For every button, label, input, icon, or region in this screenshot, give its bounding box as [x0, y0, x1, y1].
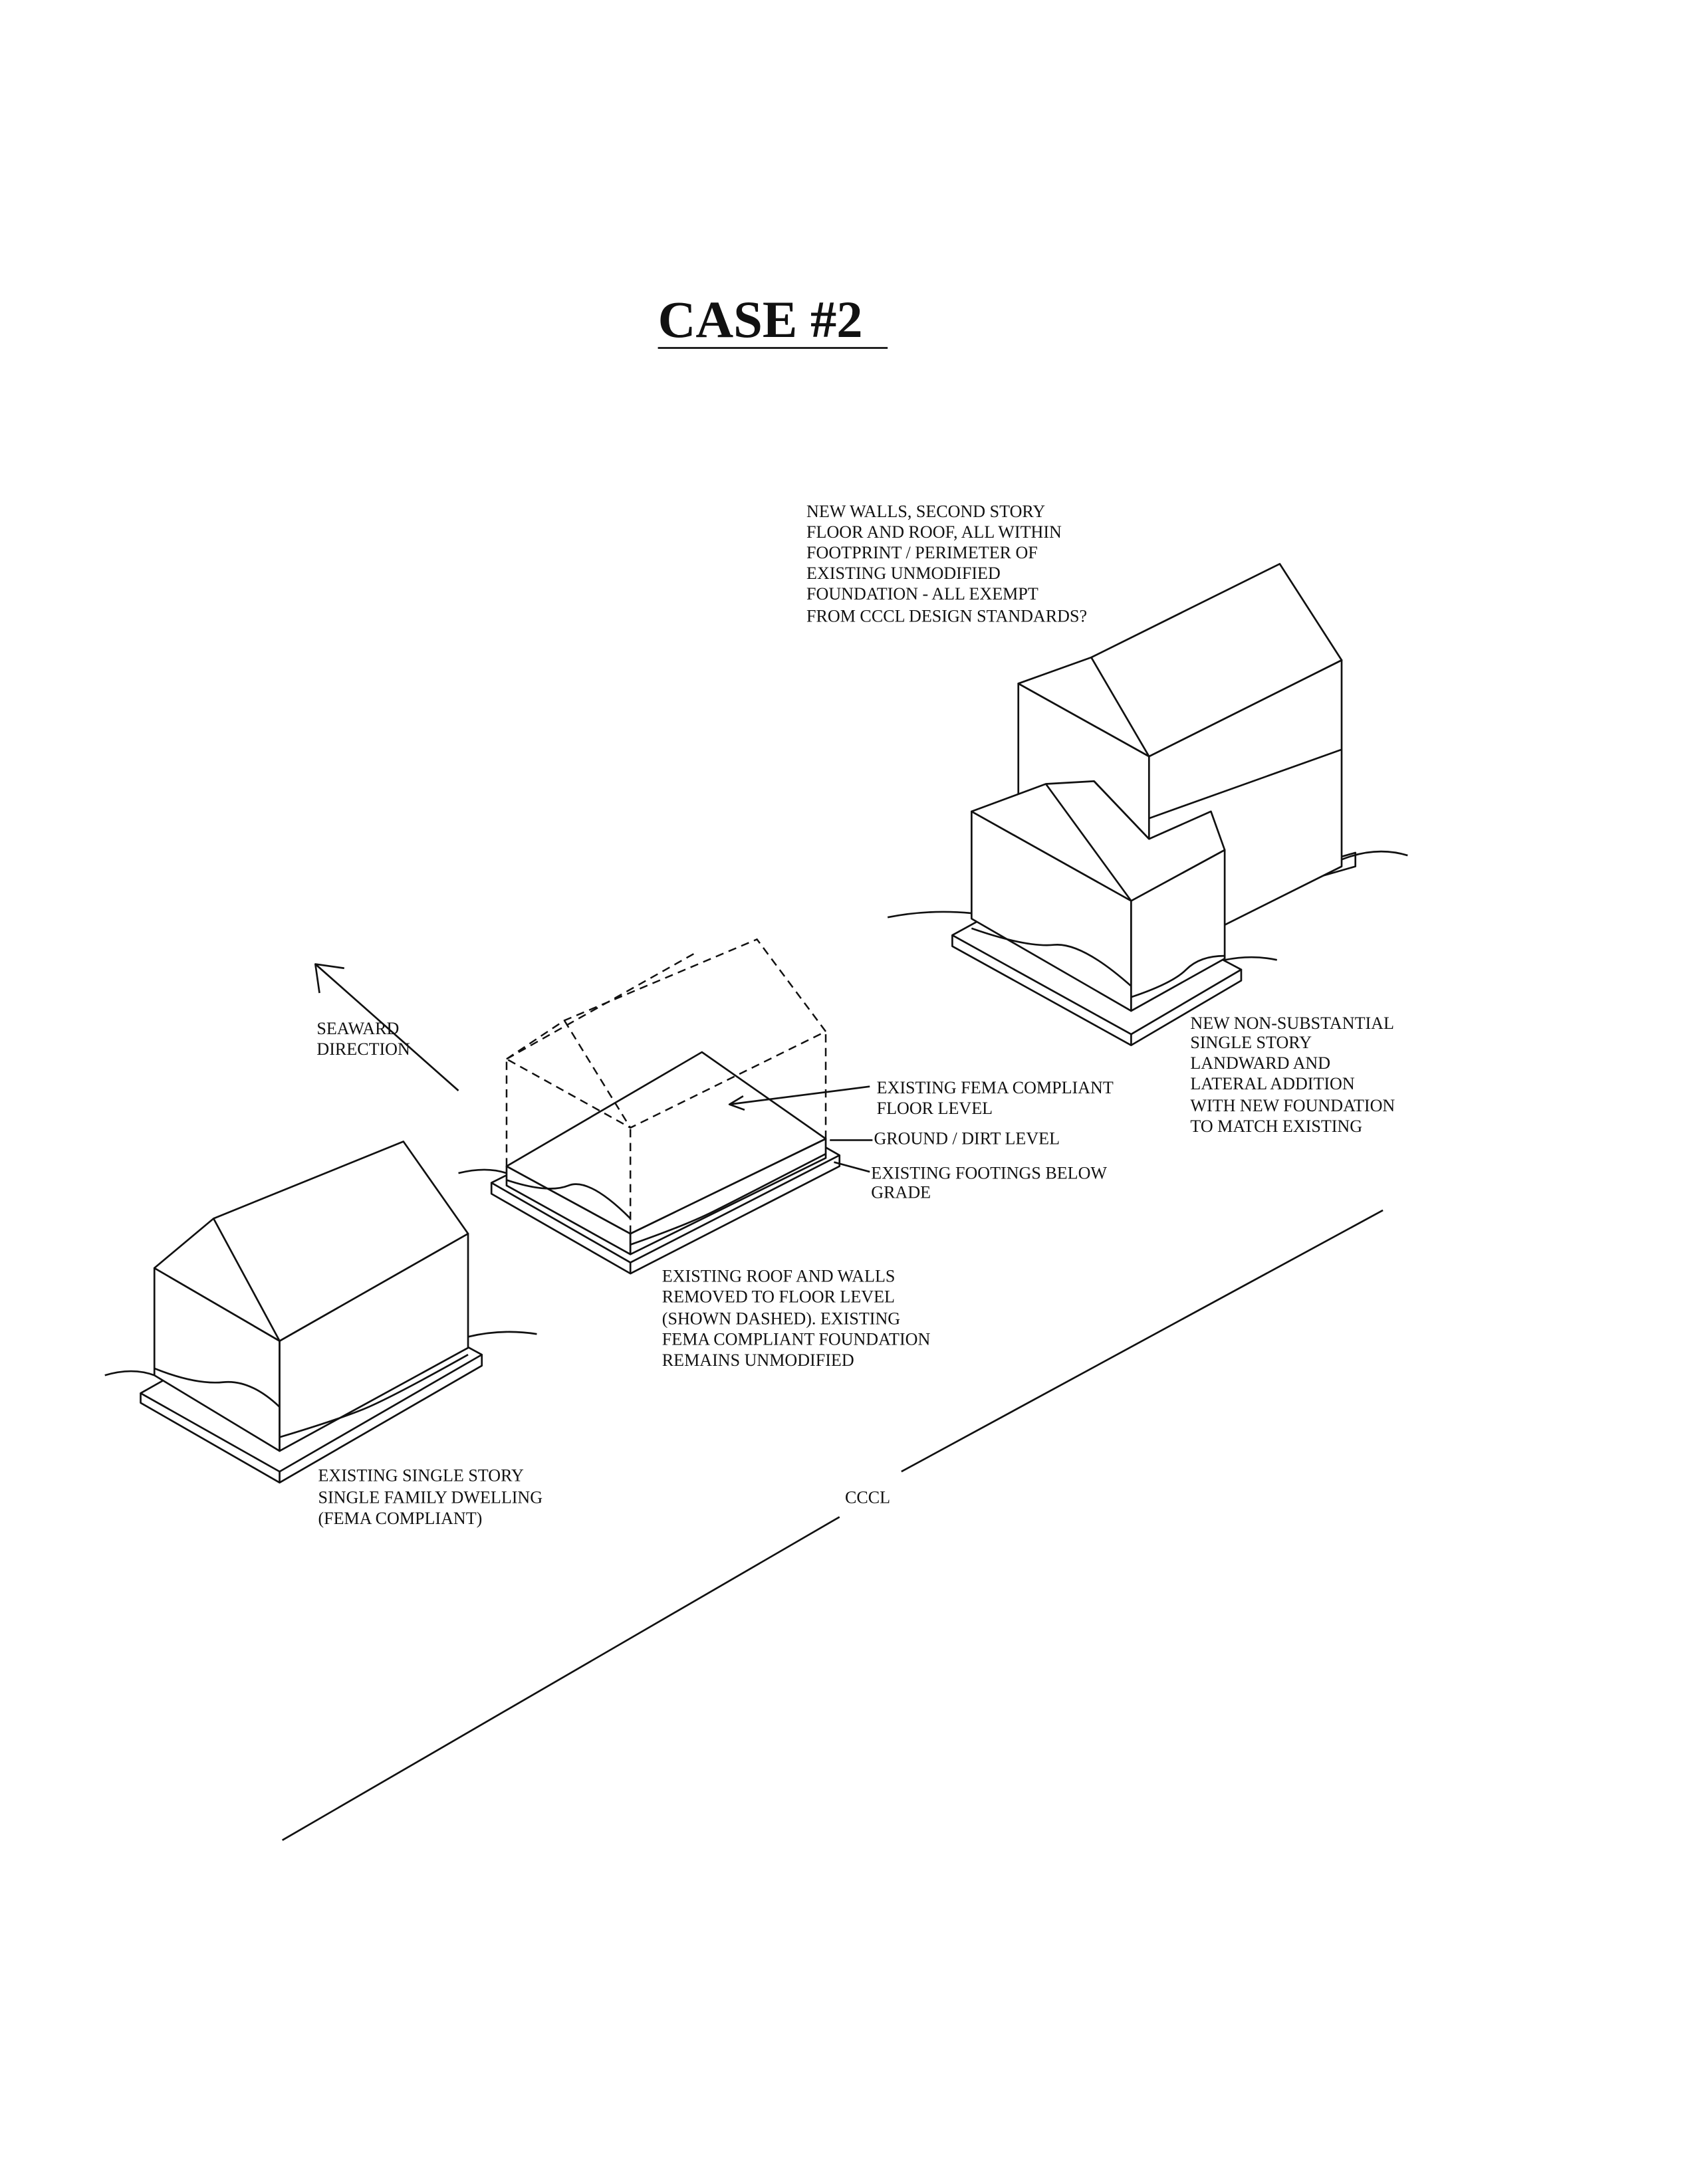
label-existing-dwelling: EXISTING SINGLE STORY SINGLE FAMILY DWEL…	[318, 1466, 543, 1528]
svg-text:LANDWARD AND: LANDWARD AND	[1190, 1053, 1330, 1073]
leader-footings	[834, 1161, 870, 1173]
removed-structure-drawing	[458, 938, 841, 1275]
svg-text:FOUNDATION - ALL EXEMPT: FOUNDATION - ALL EXEMPT	[806, 584, 1038, 603]
svg-text:GRADE: GRADE	[871, 1182, 931, 1202]
svg-text:SINGLE STORY: SINGLE STORY	[1190, 1033, 1312, 1052]
leader-fema-floor	[728, 1085, 870, 1111]
label-addition: NEW NON-SUBSTANTIAL SINGLE STORY LANDWAR…	[1190, 1014, 1395, 1136]
svg-text:EXISTING ROOF AND WALLS: EXISTING ROOF AND WALLS	[662, 1267, 896, 1286]
svg-text:GROUND / DIRT LEVEL: GROUND / DIRT LEVEL	[874, 1129, 1060, 1148]
svg-text:FROM CCCL DESIGN STANDARDS?: FROM CCCL DESIGN STANDARDS?	[806, 606, 1087, 625]
svg-text:DIRECTION: DIRECTION	[316, 1039, 410, 1059]
title: CASE #2	[658, 291, 863, 349]
svg-text:LATERAL ADDITION: LATERAL ADDITION	[1190, 1074, 1354, 1093]
label-roof-removed: EXISTING ROOF AND WALLS REMOVED TO FLOOR…	[662, 1267, 931, 1370]
svg-text:FLOOR LEVEL: FLOOR LEVEL	[877, 1099, 993, 1118]
label-seaward: SEAWARD DIRECTION	[316, 1019, 410, 1059]
svg-text:NEW NON-SUBSTANTIAL: NEW NON-SUBSTANTIAL	[1190, 1014, 1394, 1033]
svg-text:EXISTING FOOTINGS BELOW: EXISTING FOOTINGS BELOW	[871, 1163, 1107, 1182]
svg-text:REMAINS UNMODIFIED: REMAINS UNMODIFIED	[662, 1351, 854, 1370]
label-ground: GROUND / DIRT LEVEL	[874, 1129, 1060, 1148]
svg-text:FEMA COMPLIANT FOUNDATION: FEMA COMPLIANT FOUNDATION	[662, 1330, 931, 1349]
label-new-walls: NEW WALLS, SECOND STORY FLOOR AND ROOF, …	[806, 502, 1087, 625]
svg-text:EXISTING SINGLE STORY: EXISTING SINGLE STORY	[318, 1466, 524, 1485]
svg-text:EXISTING UNMODIFIED: EXISTING UNMODIFIED	[806, 564, 1001, 583]
label-footings: EXISTING FOOTINGS BELOW GRADE	[871, 1163, 1107, 1202]
existing-dwelling-drawing	[104, 1141, 537, 1484]
svg-text:(SHOWN DASHED). EXISTING: (SHOWN DASHED). EXISTING	[662, 1309, 900, 1329]
cccl-line	[281, 1209, 1384, 1841]
svg-text:EXISTING FEMA COMPLIANT: EXISTING FEMA COMPLIANT	[877, 1078, 1114, 1097]
new-structure-drawing	[887, 563, 1408, 1046]
svg-text:SEAWARD: SEAWARD	[316, 1019, 399, 1038]
svg-text:SINGLE FAMILY DWELLING: SINGLE FAMILY DWELLING	[318, 1488, 543, 1507]
svg-text:REMOVED TO FLOOR LEVEL: REMOVED TO FLOOR LEVEL	[662, 1287, 895, 1307]
svg-text:(FEMA COMPLIANT): (FEMA COMPLIANT)	[318, 1509, 482, 1528]
svg-text:FOOTPRINT / PERIMETER OF: FOOTPRINT / PERIMETER OF	[806, 543, 1038, 562]
label-fema-floor: EXISTING FEMA COMPLIANT FLOOR LEVEL	[877, 1078, 1114, 1118]
svg-text:WITH NEW FOUNDATION: WITH NEW FOUNDATION	[1190, 1096, 1395, 1115]
svg-text:TO MATCH EXISTING: TO MATCH EXISTING	[1190, 1117, 1362, 1136]
svg-text:FLOOR AND ROOF, ALL WITHIN: FLOOR AND ROOF, ALL WITHIN	[806, 522, 1062, 542]
seaward-arrow-icon	[314, 963, 459, 1091]
cccl-label: CCCL	[845, 1488, 890, 1507]
svg-text:NEW WALLS, SECOND STORY: NEW WALLS, SECOND STORY	[806, 502, 1045, 521]
